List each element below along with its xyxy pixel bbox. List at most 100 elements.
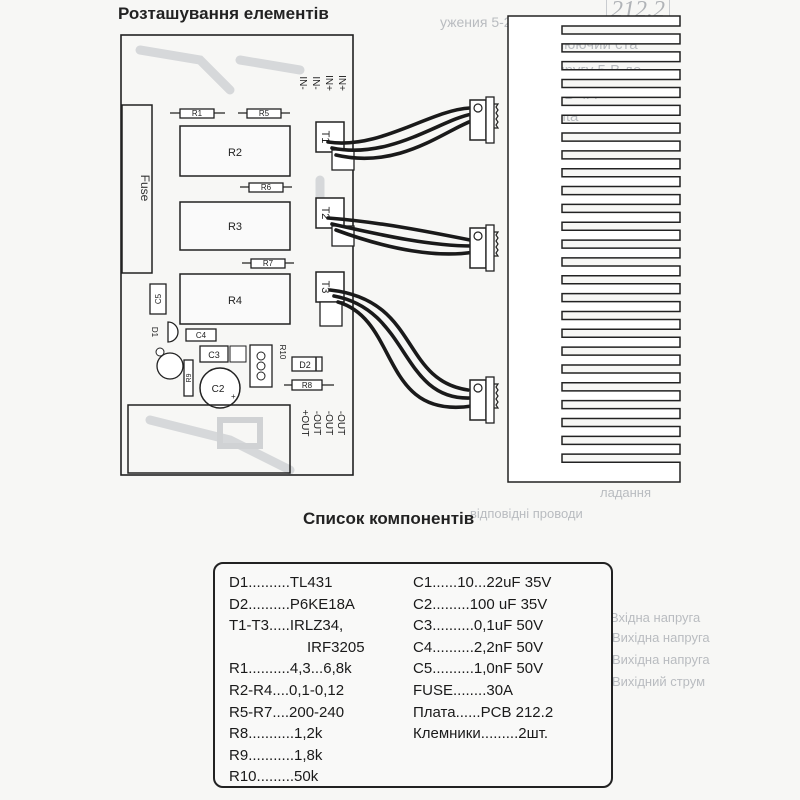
component-leader: ........... [248,746,295,764]
resistor-r9: R9 [183,359,194,397]
component-value: 2,2nF 50V [473,638,544,656]
svg-text:D1: D1 [150,327,159,338]
component-row: R2-R4....0,1-0,12 [229,680,365,702]
component-leader: ......... [432,595,470,613]
svg-text:R5: R5 [259,109,270,118]
transistor-pad-t2: T2 [315,197,355,247]
svg-text:R2: R2 [228,147,242,159]
svg-text:R8: R8 [302,381,313,390]
component-value: 100 uF 35V [469,595,548,613]
component-row: R9...........1,8k [229,745,365,767]
svg-text:R4: R4 [228,295,242,307]
component-value: 0,1-0,12 [289,681,345,699]
component-ref: C3 [413,617,433,635]
svg-text:T3: T3 [319,281,331,294]
component-leader: .... [272,703,290,721]
transistor-body-2 [469,224,500,272]
component-ref: Клемники [413,725,481,743]
svg-text:+OUT: +OUT [299,410,310,437]
transistor-body-1 [469,96,500,144]
component-leader: .......... [432,660,474,678]
component-row: R1..........4,3...6,8k [229,658,365,680]
transistor-body-3 [469,376,500,424]
component-leader: ......... [480,725,519,743]
capacitor-c5: C5 [149,283,167,315]
component-row: C4..........2,2nF 50V [413,637,553,659]
svg-text:-OUT: -OUT [323,411,334,435]
fuse-label: Fuse [138,175,152,202]
component-value: 50k [294,768,319,786]
resistor-r8: R8 [284,379,334,391]
resistor-r3: R3 [179,201,291,251]
component-row: R8...........1,2k [229,723,365,745]
svg-text:C4: C4 [196,331,207,340]
component-leader: .......... [248,660,290,678]
capacitor-c4: C4 [185,328,217,342]
svg-text:R7: R7 [263,259,274,268]
layout-title: Розташування елементів [118,4,329,23]
component-leader: ..... [269,617,290,635]
component-value: 10...22uF 35V [457,574,552,591]
ghost-text: ужения 5-2 [440,14,512,30]
component-leader: .......... [432,617,474,635]
component-value: 30A [486,681,514,699]
component-row: R5-R7....200-240 [229,702,365,724]
svg-text:R9: R9 [186,373,193,382]
component-ref: R10 [229,768,257,786]
component-row: C2.........100 uF 35V [413,594,553,616]
component-row: C5..........1,0nF 50V [413,658,553,680]
component-ref: R9 [229,746,249,764]
component-leader: ........ [453,681,487,699]
resistor-r2: R2 [179,125,291,177]
component-leader: ...... [432,574,458,591]
ghost-text: Вихідна напруга [612,652,710,667]
resistor-r1: R1 [170,108,225,119]
svg-text:R6: R6 [261,183,272,192]
component-ref: Плата [413,703,456,721]
component-ref: R8 [229,725,249,743]
component-ref: T1-T3 [229,617,270,635]
diode-d2: D2 [291,356,323,372]
component-value: 1,0nF 50V [473,660,544,678]
component-value: 1,8k [294,746,323,764]
component-value: 1,2k [294,725,323,743]
svg-text:C5: C5 [154,293,163,304]
components-title: Список компонентів [303,509,475,528]
capacitor-c1 [155,347,184,380]
component-value: PCB 212.2 [480,703,554,721]
component-value: TL431 [289,574,333,591]
transistor-pad-t1: T1 [315,121,355,171]
component-ref: FUSE [413,681,454,699]
component-value: IRLZ34, [289,617,344,635]
in-label: IN+ [323,75,334,91]
svg-text:C3: C3 [208,350,220,360]
component-row: Плата......PCB 212.2 [413,702,553,724]
ghost-text: Вхідна напруга [610,610,701,625]
component-leader: .... [272,681,290,699]
component-value: 2шт. [518,725,549,743]
ghost-text: ладання [600,485,652,500]
component-leader: ......... [256,768,295,786]
capacitor-c2: C2 + [199,367,241,409]
resistor-r4: R4 [179,273,291,325]
ghost-text: Вихідна напруга [612,630,710,645]
in-label: IN- [310,76,321,89]
svg-text:-OUT: -OUT [335,411,346,435]
component-ref: R2-R4 [229,681,273,699]
svg-text:R10: R10 [278,345,287,360]
component-value: IRF3205 [307,638,365,656]
component-value: 200-240 [289,703,345,721]
heatsink [507,15,681,483]
component-leader: ........... [248,725,295,743]
ghost-text: відповідні проводи [470,506,583,521]
component-row: Клемники.........2шт. [413,723,553,745]
component-row: R10.........50k [229,766,365,788]
component-row: C1......10...22uF 35V [413,572,553,594]
component-value: 0,1uF 50V [473,617,544,635]
component-ref: R5-R7 [229,703,273,721]
resistor-r7: R7 [242,258,294,269]
